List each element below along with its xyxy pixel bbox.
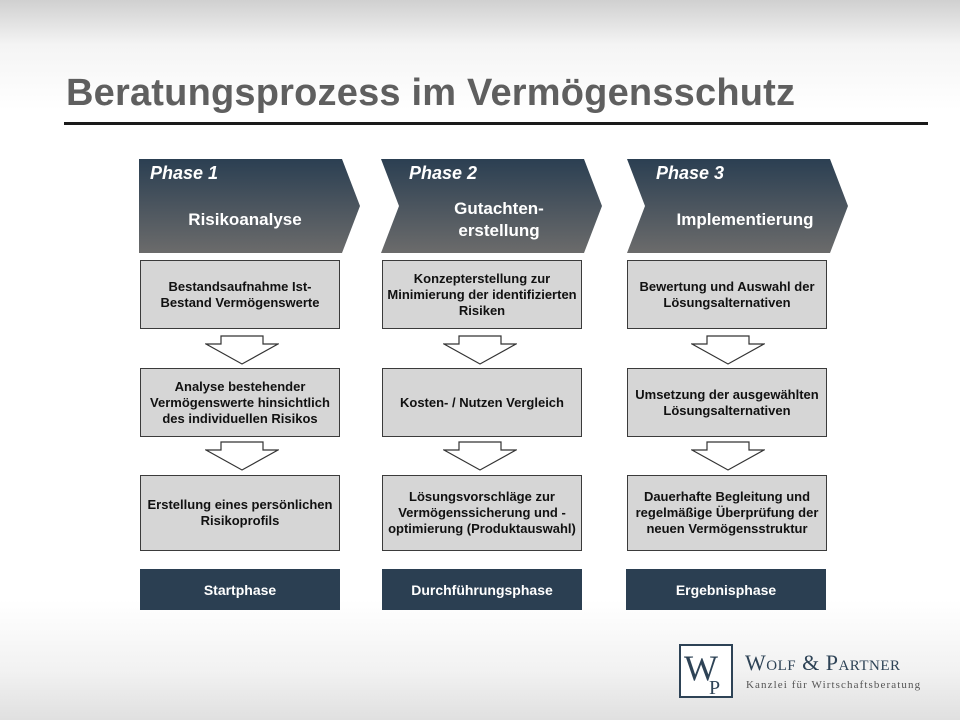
logo-subtitle: Kanzlei für Wirtschaftsberatung <box>746 679 922 691</box>
phase-3-chevron: Phase 3 Implementierung <box>627 159 849 253</box>
arrow-down-icon <box>443 335 517 365</box>
step-text: Erstellung eines persönlichen Risikoprof… <box>147 497 333 528</box>
step-box: Erstellung eines persönlichen Risikoprof… <box>140 475 340 551</box>
phase-number: Phase 2 <box>409 163 478 183</box>
arrow-down-icon <box>443 441 517 471</box>
step-box: Bestandsaufnahme Ist-Bestand Vermögenswe… <box>140 260 340 329</box>
company-logo: W P Wolf & Partner Kanzlei für Wirtschaf… <box>679 644 929 700</box>
chevron-shape <box>627 159 848 253</box>
arrow-down-icon <box>691 441 765 471</box>
phase-number: Phase 3 <box>656 163 725 183</box>
wp-monogram-icon: W P <box>679 644 733 698</box>
stage-label-result: Ergebnisphase <box>626 569 826 610</box>
step-text: Bewertung und Auswahl der Lösungsalterna… <box>639 278 815 310</box>
svg-text:W: W <box>684 648 718 688</box>
phase-name: Gutachten- erstellung <box>454 199 544 240</box>
phase-name: Risikoanalyse <box>188 210 302 229</box>
step-text: Umsetzung der ausgewählten Lösungsaltern… <box>635 386 819 418</box>
title-divider <box>64 122 928 125</box>
page-title: Beratungsprozess im Vermögensschutz <box>66 72 796 114</box>
step-box: Lösungsvorschläge zur Vermögenssicherung… <box>382 475 582 551</box>
step-box: Dauerhafte Begleitung und regelmäßige Üb… <box>627 475 827 551</box>
stage-label-start: Startphase <box>140 569 340 610</box>
step-text: Lösungsvorschläge zur Vermögenssicherung… <box>388 489 576 536</box>
step-box: Analyse bestehender Vermögenswerte hinsi… <box>140 368 340 437</box>
logo-company-name: Wolf & Partner <box>745 650 901 675</box>
phase-number: Phase 1 <box>150 163 219 183</box>
phase-name: Implementierung <box>676 210 814 229</box>
arrow-down-icon <box>691 335 765 365</box>
step-text: Dauerhafte Begleitung und regelmäßige Üb… <box>635 489 819 536</box>
svg-text:P: P <box>709 677 720 698</box>
step-text: Kosten- / Nutzen Vergleich <box>400 394 564 410</box>
arrow-down-icon <box>205 441 279 471</box>
arrow-down-icon <box>205 335 279 365</box>
step-text: Analyse bestehender Vermögenswerte hinsi… <box>150 378 330 426</box>
step-box: Konzepterstellung zur Minimierung der id… <box>382 260 582 329</box>
phase-1-chevron: Phase 1 Risikoanalyse <box>139 159 361 253</box>
stage-label-execution: Durchführungsphase <box>382 569 582 610</box>
phase-2-chevron: Phase 2 Gutachten- erstellung <box>381 159 603 253</box>
chevron-shape <box>139 159 360 253</box>
step-box: Bewertung und Auswahl der Lösungsalterna… <box>627 260 827 329</box>
chevron-shape <box>381 159 602 253</box>
step-text: Konzepterstellung zur Minimierung der id… <box>387 270 577 318</box>
step-text: Bestandsaufnahme Ist-Bestand Vermögenswe… <box>160 278 320 310</box>
step-box: Umsetzung der ausgewählten Lösungsaltern… <box>627 368 827 437</box>
step-box: Kosten- / Nutzen Vergleich <box>382 368 582 437</box>
